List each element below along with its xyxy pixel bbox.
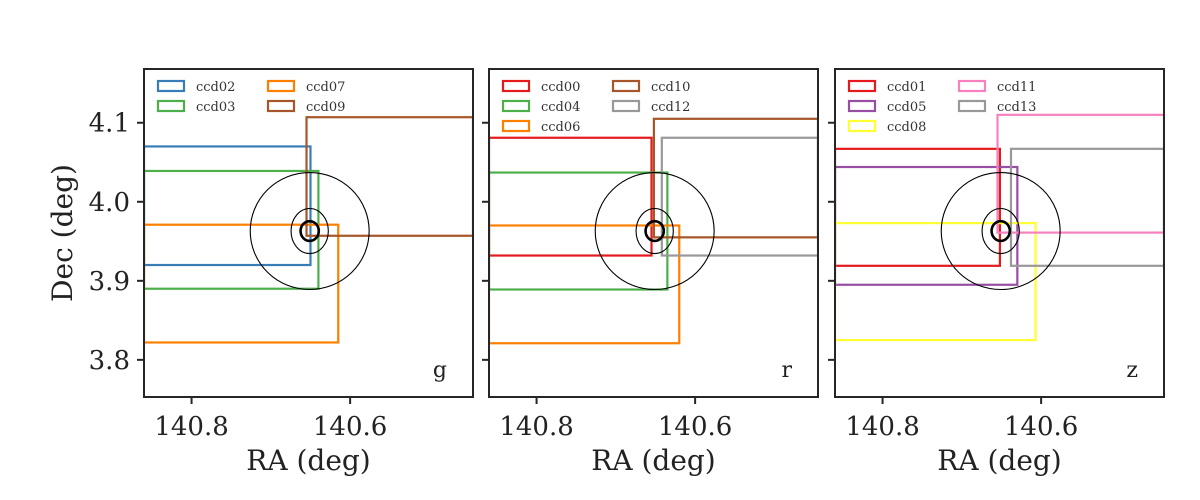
legend-swatch-ccd04 [501,99,531,113]
legend-swatch-ccd07 [266,79,296,93]
x-tick-label: 140.6 [313,412,387,442]
target-ellipse-2 [299,219,321,243]
legend-label-ccd03: ccd03 [196,100,235,115]
legend-swatch-ccd09 [266,99,296,113]
x-axis-label: RA (deg) [591,444,715,477]
target-ellipse-0 [249,171,370,291]
plot-area [835,113,1164,342]
ccd-footprint-ccd07 [144,223,340,344]
legend-label-ccd01: ccd01 [887,80,926,95]
y-axis-label: Dec (deg) [46,164,79,302]
plot-area [489,117,818,345]
ccd-footprint-ccd13 [1009,147,1164,267]
y-tick-label: 3.9 [89,267,130,297]
legend-swatch-ccd08 [847,119,877,133]
x-tick-label: 140.8 [499,412,573,442]
legend-swatch-ccd13 [957,99,987,113]
legend-label-ccd08: ccd08 [887,120,926,135]
legend-swatch-ccd01 [847,79,877,93]
target-ellipse-1 [635,207,674,255]
ccd-footprint-ccd04 [489,171,669,291]
ccd-footprint-ccd00 [489,136,653,257]
y-tick-label: 4.1 [89,109,130,139]
ccd-footprint-ccd01 [835,147,1001,267]
legend-swatch-ccd10 [611,79,641,93]
target-ellipse-1 [290,207,329,255]
ccd-footprint-ccd10 [652,117,818,239]
plot-frame [488,68,819,398]
plot-area [144,116,473,344]
target-ellipse-2 [644,219,666,243]
ccd-footprint-ccd02 [144,145,312,267]
legend-label-ccd06: ccd06 [541,120,580,135]
ccd-footprint-ccd11 [996,113,1164,234]
panel-g: 140.8 140.6 3.8 3.9 4.0 4.1 RA (deg) Dec (deg) g… [46,68,474,477]
plot-frame [834,68,1165,398]
legend-label-ccd13: ccd13 [997,100,1036,115]
legend-swatch-ccd11 [957,79,987,93]
band-label: r [781,358,792,383]
target-ellipse-1 [981,207,1020,255]
legend: ccd02 ccd03 ccd07 ccd09 [156,79,345,115]
target-ellipse-2 [990,219,1012,243]
band-label: g [433,358,447,383]
x-tick-label: 140.8 [154,412,228,442]
x-axis-label: RA (deg) [246,444,370,477]
legend: ccd00 ccd04 ccd06 ccd10 ccd12 [501,79,690,135]
legend-swatch-ccd06 [501,119,531,133]
legend-label-ccd05: ccd05 [887,100,926,115]
legend-label-ccd12: ccd12 [651,100,690,115]
legend-swatch-ccd02 [156,79,186,93]
y-tick-label: 3.8 [89,346,130,376]
target-ellipse-0 [594,171,715,291]
legend-swatch-ccd05 [847,99,877,113]
legend-swatch-ccd03 [156,99,186,113]
legend: ccd01 ccd05 ccd08 ccd11 ccd13 [847,79,1036,135]
legend-label-ccd09: ccd09 [306,100,345,115]
ccd-footprint-ccd03 [144,169,320,290]
plot-frame [143,68,474,398]
target-ellipse-0 [940,171,1061,291]
legend-label-ccd02: ccd02 [196,80,235,95]
ccd-footprint-ccd05 [835,165,1019,286]
legend-label-ccd10: ccd10 [651,80,690,95]
ccd-footprint-ccd09 [305,116,473,237]
x-tick-label: 140.6 [1004,412,1078,442]
legend-label-ccd07: ccd07 [306,80,345,95]
legend-swatch-ccd12 [611,99,641,113]
ccd-footprint-ccd08 [835,222,1037,342]
y-tick-label: 4.0 [89,188,130,218]
band-label: z [1126,358,1138,383]
x-axis-label: RA (deg) [937,444,1061,477]
legend-label-ccd11: ccd11 [997,80,1036,95]
x-tick-label: 140.8 [845,412,919,442]
legend-label-ccd04: ccd04 [541,100,580,115]
ccd-footprint-ccd12 [660,136,818,257]
x-tick-label: 140.6 [658,412,732,442]
legend-swatch-ccd00 [501,79,531,93]
legend-label-ccd00: ccd00 [541,80,580,95]
